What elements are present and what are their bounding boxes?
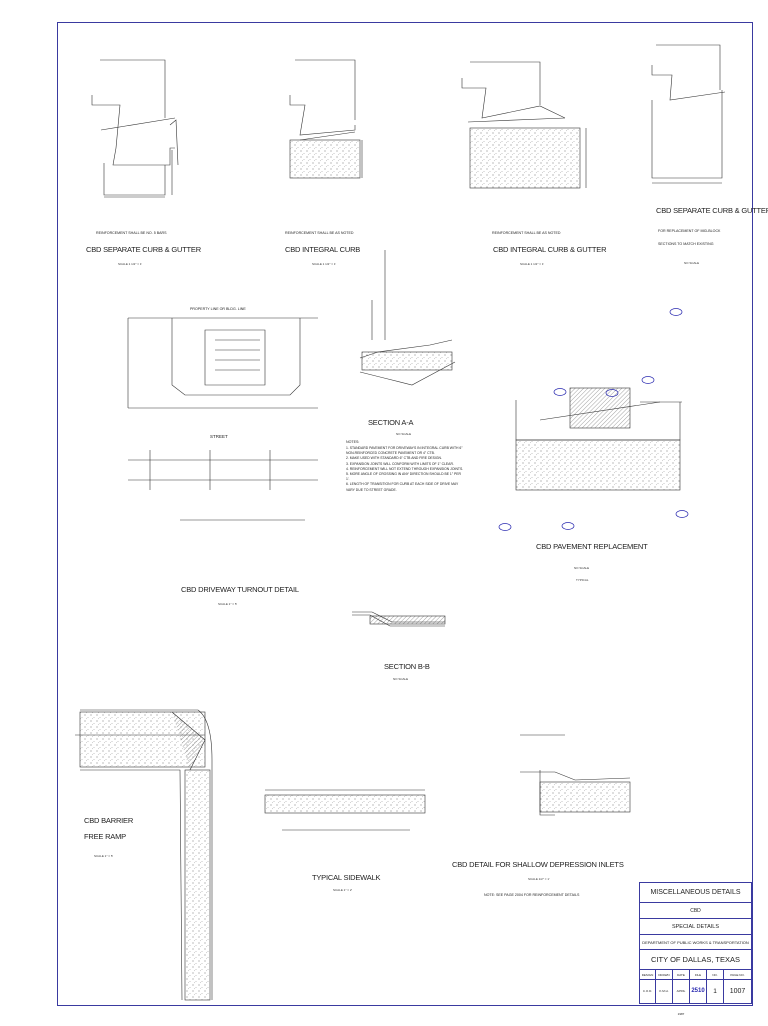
integral-gutter-title: CBD INTEGRAL CURB & GUTTER (493, 245, 607, 254)
property-line-label: PROPERTY LINE OR BLDG. LINE (190, 307, 246, 311)
inlet-drawing (520, 734, 631, 816)
value-design: C.O.D. (640, 980, 656, 1003)
title-block-header: MISCELLANEOUS DETAILS (640, 883, 751, 903)
notes-header: NOTES: (346, 440, 360, 444)
label-date: DATE (673, 970, 690, 980)
value-drawn: K.M.H. (656, 980, 673, 1003)
sep-curb-reinf: REINFORCEMENT SHALL BE NO. 5 BARS (96, 231, 167, 235)
driveway-scale: SCALE 1" = 5' (218, 602, 238, 606)
value-file: 2510 (690, 980, 707, 1003)
sep-curb-title: CBD SEPARATE CURB & GUTTER (86, 245, 201, 254)
sep-curb-section (91, 59, 179, 198)
barrier-title-2: FREE RAMP (84, 832, 126, 841)
inlet-title: CBD DETAIL FOR SHALLOW DEPRESSION INLETS (452, 860, 624, 869)
title-block-values: C.O.D. K.M.H. APRIL 1987 2510 1 1007 (640, 980, 751, 1016)
inlet-note: NOTE: SEE PAGE 2004 FOR REINFORCEMENT DE… (484, 893, 580, 897)
title-block-city: CITY OF DALLAS, TEXAS (640, 950, 751, 970)
pavement-scale: NO SCALE (574, 566, 590, 570)
replacement-sub2: SECTIONS TO MATCH EXISTING (658, 242, 714, 246)
driveway-plan (127, 317, 318, 521)
pavement-replacement-drawing (515, 387, 682, 491)
integral-curb-title: CBD INTEGRAL CURB (285, 245, 361, 254)
sidewalk-drawing (264, 789, 426, 831)
pavement-sub: TYPICAL (576, 578, 589, 582)
sep-curb-scale: SCALE 1 1/2" = 1' (118, 262, 143, 266)
integral-gutter-reinf: REINFORCEMENT SHALL BE AS NOTED (492, 231, 561, 235)
title-block-department: DEPARTMENT OF PUBLIC WORKS & TRANSPORTAT… (640, 935, 751, 950)
integral-gutter-scale: SCALE 1 1/2" = 1' (520, 262, 545, 266)
notes-list: 1. STANDARD PAVEMENT FOR DRIVEWAYS IN IN… (346, 446, 464, 493)
pavement-title: CBD PAVEMENT REPLACEMENT (536, 542, 648, 551)
title-block-labels: DESIGN DRAWN DATE FILE NO. PAGE NO. (640, 970, 751, 980)
value-date: APRIL 1987 (673, 980, 690, 1016)
inlet-scale: SCALE 1/2" = 1' (528, 877, 550, 881)
replacement-curb-title: CBD SEPARATE CURB & GUTTER (656, 206, 768, 215)
note-item: 1. STANDARD PAVEMENT FOR DRIVEWAYS IN IN… (346, 446, 463, 456)
driveway-title: CBD DRIVEWAY TURNOUT DETAIL (181, 585, 299, 594)
label-no: NO. (707, 970, 724, 980)
barrier-title-1: CBD BARRIER (84, 816, 134, 825)
title-block: MISCELLANEOUS DETAILS CBD SPECIAL DETAIL… (639, 882, 752, 1016)
section-aa-scale: NO SCALE (396, 432, 412, 436)
integral-curb-scale: SCALE 1 1/2" = 1' (312, 262, 337, 266)
replacement-sub1: FOR REPLACEMENT OF MID-BLOCK (658, 229, 721, 233)
label-drawn: DRAWN (656, 970, 673, 980)
sidewalk-title: TYPICAL SIDEWALK (312, 873, 381, 882)
value-no: 1 (707, 980, 724, 1003)
section-bb-title: SECTION B-B (384, 662, 430, 671)
note-item: 3. EXPANSION JOINTS WILL CONFORM WITH LI… (346, 461, 454, 466)
street-label: STREET (210, 434, 228, 439)
sidewalk-scale: SCALE 1" = 2' (333, 888, 353, 892)
replacement-scale: NO SCALE (684, 261, 700, 265)
value-page: 1007 (729, 988, 746, 995)
integral-curb-reinf: REINFORCEMENT SHALL BE AS NOTED (285, 231, 354, 235)
label-file: FILE (690, 970, 707, 980)
label-page: PAGE NO. (730, 973, 745, 977)
section-bb-scale: NO SCALE (393, 677, 409, 681)
section-aa-title: SECTION A-A (368, 418, 414, 427)
replacement-curb-section (651, 44, 726, 184)
drawing-sheet (57, 22, 753, 1006)
label-design: DESIGN (640, 970, 656, 980)
section-bb-drawing (352, 611, 446, 627)
note-item: 6. LENGTH OF TRANSITION FOR CURB AT EACH… (346, 482, 459, 492)
title-block-line2: SPECIAL DETAILS (640, 919, 751, 935)
note-item: 2. MAKE USED WITH STANDARD 6" CTB AND FI… (346, 456, 442, 461)
title-block-line1: CBD (640, 903, 751, 919)
barrier-scale: SCALE 1" = 5' (94, 854, 114, 858)
section-aa-drawing (359, 250, 456, 386)
barrier-ramp-drawing (75, 709, 213, 1001)
note-item: 4. REINFORCEMENT WILL NOT EXTEND THROUGH… (346, 466, 464, 471)
integral-curb-section (289, 59, 363, 179)
note-item: 5. MORE ANGLE OF CROSSING IN ANY DIRECTI… (346, 472, 461, 482)
integral-curb-gutter-section (461, 61, 587, 189)
